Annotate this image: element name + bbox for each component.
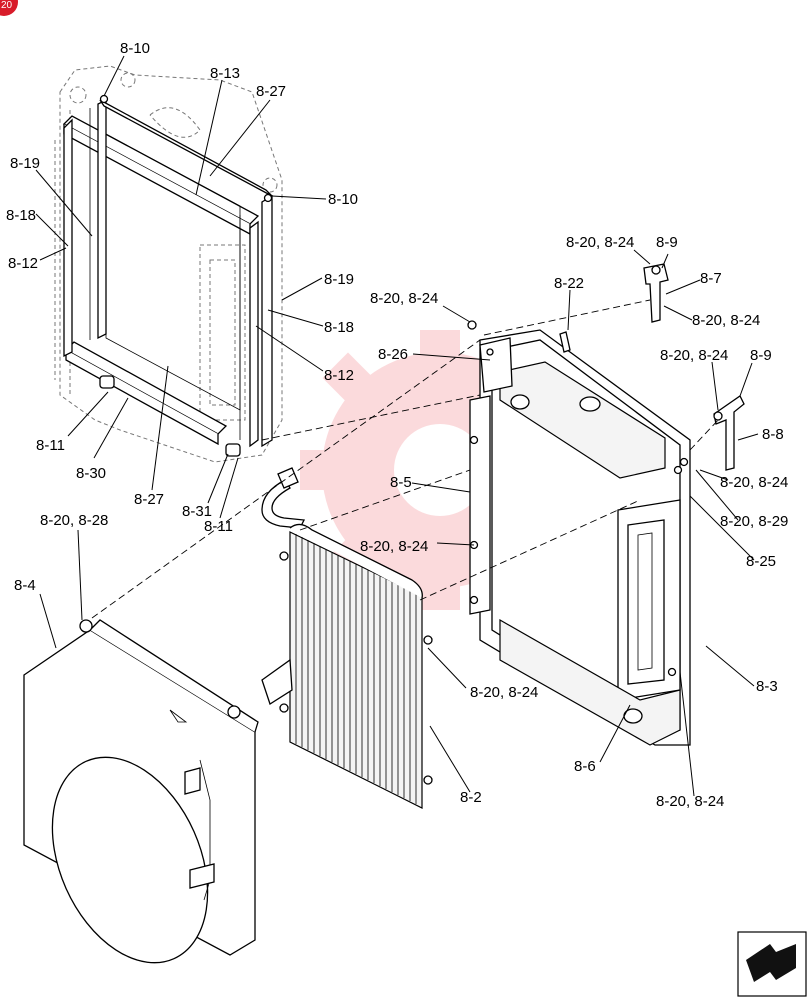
label-8-31: 8-31 — [182, 503, 212, 520]
label-8-20-8-24-h: 8-20, 8-24 — [470, 684, 538, 701]
label-8-12-left: 8-12 — [8, 255, 38, 272]
cooler-fins — [295, 534, 417, 804]
label-8-25: 8-25 — [746, 553, 776, 570]
bracket-8-7 — [643, 263, 669, 323]
label-8-20-8-28: 8-20, 8-28 — [40, 512, 108, 529]
label-8-11-left: 8-11 — [36, 437, 65, 454]
label-8-19-left: 8-19 — [10, 155, 40, 172]
label-8-18-right: 8-18 — [324, 319, 354, 336]
label-8-30: 8-30 — [76, 465, 106, 482]
fan-shroud — [23, 619, 259, 964]
label-8-20-8-24-b: 8-20, 8-24 — [370, 290, 438, 307]
label-8-20-8-24-c: 8-20, 8-24 — [566, 234, 634, 251]
label-8-6: 8-6 — [574, 758, 596, 775]
label-8-10-right: 8-10 — [328, 191, 358, 208]
label-8-27-bottom: 8-27 — [134, 491, 164, 508]
oil-cooler — [261, 523, 433, 809]
label-8-5: 8-5 — [390, 474, 412, 491]
label-8-10-top: 8-10 — [120, 40, 150, 57]
part-labels: 8-10 8-13 8-27 8-19 8-18 8-12 8-10 8-19 … — [6, 40, 788, 810]
label-8-26: 8-26 — [378, 346, 408, 363]
corner-badge-text: 20 — [1, 0, 13, 11]
label-8-11-bottom: 8-11 — [204, 518, 233, 535]
label-8-18-left: 8-18 — [6, 207, 36, 224]
leader-lines — [35, 55, 759, 797]
nav-arrow-icon[interactable] — [737, 931, 807, 997]
corner-badge: 20 — [0, 0, 18, 16]
bracket-8-8 — [713, 395, 745, 471]
label-8-3: 8-3 — [756, 678, 778, 695]
alignment-lines — [91, 299, 721, 619]
label-8-2: 8-2 — [460, 789, 482, 806]
label-8-7: 8-7 — [700, 270, 722, 287]
label-8-20-8-29: 8-20, 8-29 — [720, 513, 788, 530]
hose — [261, 467, 306, 529]
label-8-20-8-24-d: 8-20, 8-24 — [692, 312, 760, 329]
label-8-20-8-24-f: 8-20, 8-24 — [720, 474, 788, 491]
label-8-22: 8-22 — [554, 275, 584, 292]
label-8-9-mid: 8-9 — [750, 347, 772, 364]
label-8-20-8-24-a: 8-20, 8-24 — [360, 538, 428, 555]
label-8-8: 8-8 — [762, 426, 784, 443]
label-8-27-top: 8-27 — [256, 83, 286, 100]
label-8-20-8-24-e: 8-20, 8-24 — [660, 347, 728, 364]
label-8-20-8-24-g: 8-20, 8-24 — [656, 793, 724, 810]
label-8-13: 8-13 — [210, 65, 240, 82]
label-8-4: 8-4 — [14, 577, 36, 594]
label-8-9-top: 8-9 — [656, 234, 678, 251]
label-8-12-right: 8-12 — [324, 367, 354, 384]
radiator-housing — [467, 320, 691, 746]
radiator-frame-assembly — [62, 94, 273, 457]
label-8-19-right: 8-19 — [324, 271, 354, 288]
